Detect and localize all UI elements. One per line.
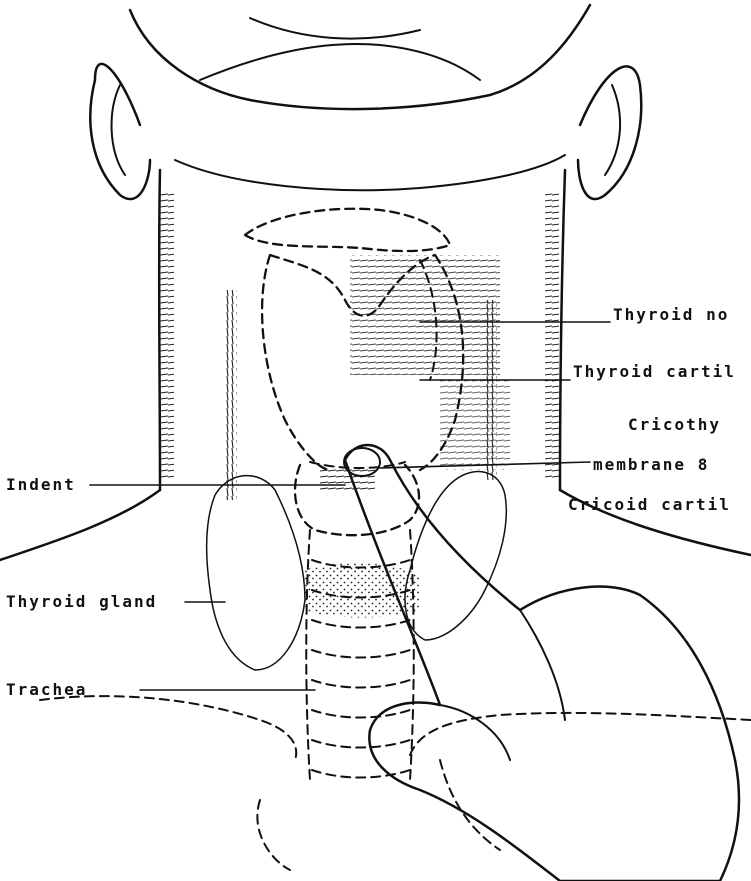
label-trachea: Trachea bbox=[6, 680, 87, 699]
clavicles bbox=[40, 696, 751, 870]
label-indent: Indent bbox=[6, 475, 76, 494]
label-cricothyroid-line1: Cricothy bbox=[628, 415, 721, 434]
label-thyroid-gland: Thyroid gland bbox=[6, 592, 157, 611]
label-cricoid-cartilage: Cricoid cartil bbox=[568, 495, 731, 514]
label-thyroid-cartilage: Thyroid cartil bbox=[573, 362, 736, 381]
thyroid-gland bbox=[207, 472, 507, 670]
label-thyroid-notch: Thyroid no bbox=[613, 305, 729, 324]
chin-jaw bbox=[130, 5, 590, 190]
hyoid-bone bbox=[245, 209, 450, 251]
label-cricothyroid-line2: membrane 8 bbox=[593, 455, 709, 474]
right-ear bbox=[578, 66, 641, 199]
left-ear bbox=[90, 64, 150, 199]
